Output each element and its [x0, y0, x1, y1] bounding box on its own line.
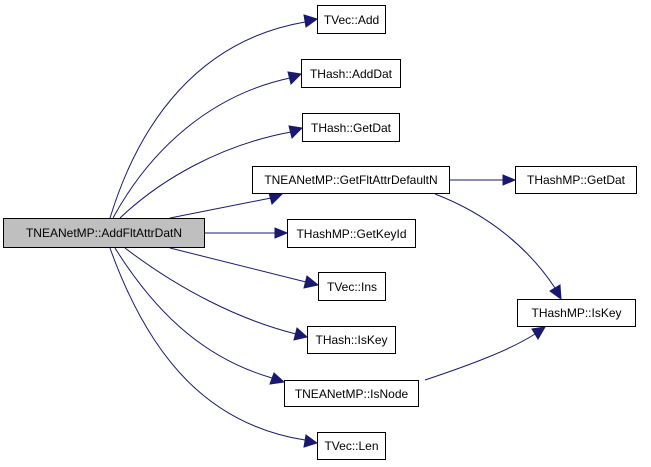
edge-isnode-thashmp-iskey — [424, 326, 546, 381]
node-tvec-ins[interactable]: TVec::Ins — [318, 272, 386, 301]
edge-root-thash-getdat — [119, 125, 304, 219]
node-thashmp-getkeyid[interactable]: THashMP::GetKeyId — [287, 219, 416, 248]
node-root-addfltattrdatn: TNEANetMP::AddFltAttrDatN — [3, 218, 205, 248]
node-thash-adddat[interactable]: THash::AddDat — [301, 59, 401, 88]
edge-root-tvec-len — [109, 247, 319, 448]
node-tvec-add[interactable]: TVec::Add — [317, 5, 386, 34]
edge-root-getfltattrdefaultn — [169, 192, 284, 219]
edge-getfltattrdefaultn-thashmp-iskey — [434, 193, 562, 301]
node-thash-iskey[interactable]: THash::IsKey — [307, 326, 396, 354]
node-isnode[interactable]: TNEANetMP::IsNode — [284, 380, 419, 407]
node-tvec-len[interactable]: TVec::Len — [317, 432, 386, 460]
edge-getfltattrdefaultn-thashmp-getdat — [450, 174, 517, 186]
edge-root-getkeyid — [205, 227, 289, 239]
edge-root-isnode — [114, 247, 286, 385]
node-thash-getdat[interactable]: THash::GetDat — [302, 113, 400, 142]
edge-root-tvec-ins — [169, 247, 320, 289]
node-getfltattrdefaultn[interactable]: TNEANetMP::GetFltAttrDefaultN — [252, 166, 450, 194]
edge-root-thash-iskey — [124, 247, 309, 341]
node-thashmp-iskey[interactable]: THashMP::IsKey — [517, 299, 636, 327]
node-thashmp-getdat[interactable]: THashMP::GetDat — [515, 166, 637, 194]
edge-root-tvec-add — [109, 14, 319, 219]
edge-root-thash-adddat — [112, 71, 303, 219]
